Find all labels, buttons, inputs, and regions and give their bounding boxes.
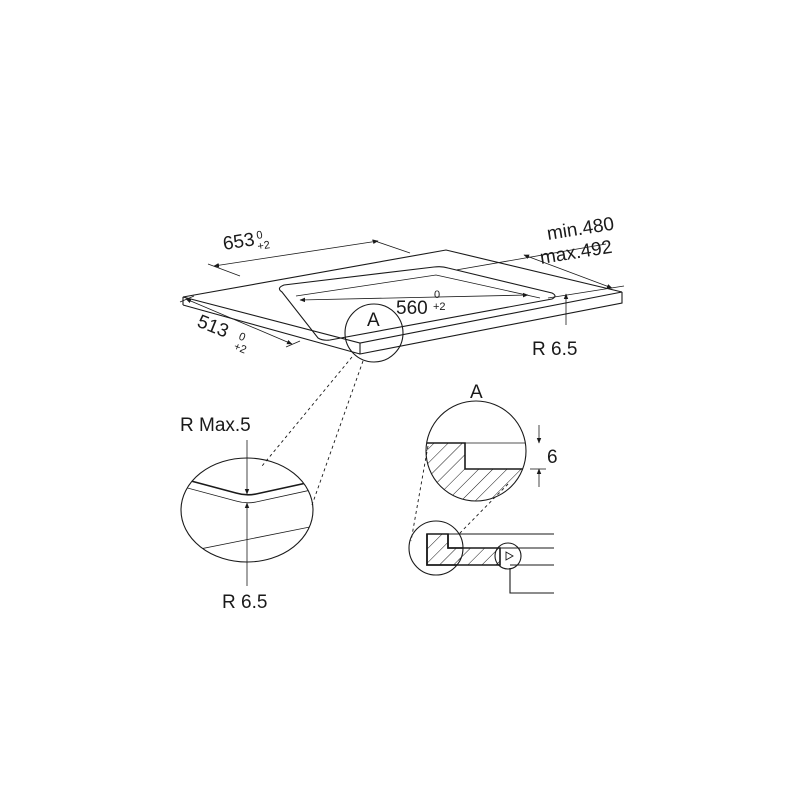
worktop-front-edge	[359, 292, 623, 355]
dim-653-tol-upper: 0	[256, 229, 264, 242]
radius-right-callout: R 6.5	[532, 293, 577, 360]
section-detail-a: A 6	[408, 382, 558, 594]
dim-653-value: 653	[221, 229, 256, 255]
dimension-513: 513 0 +2	[179, 295, 301, 357]
dim-513-tol-lower: +2	[232, 341, 248, 357]
dim-653-tol-lower: +2	[257, 239, 271, 253]
dim-560-tol-lower: +2	[433, 301, 446, 313]
corner-detail: R Max.5 R 6.5	[180, 415, 314, 613]
detail-marker-a-label: A	[367, 310, 380, 331]
radius-right-label: R 6.5	[532, 339, 577, 360]
cutout-outline	[278, 266, 556, 341]
detail-marker-a: A	[261, 303, 404, 506]
dimension-560: 560 0 +2	[299, 289, 529, 319]
dimension-653: 653 0 +2	[207, 229, 411, 277]
section-a-step-value: 6	[547, 447, 558, 468]
corner-top-label: R Max.5	[180, 415, 251, 436]
section-a-title: A	[470, 382, 483, 403]
dim-560-tol-upper: 0	[434, 289, 440, 301]
dim-513-tol-upper: 0	[237, 331, 247, 344]
dim-560-value: 560	[396, 298, 428, 319]
corner-bottom-label: R 6.5	[222, 592, 267, 613]
